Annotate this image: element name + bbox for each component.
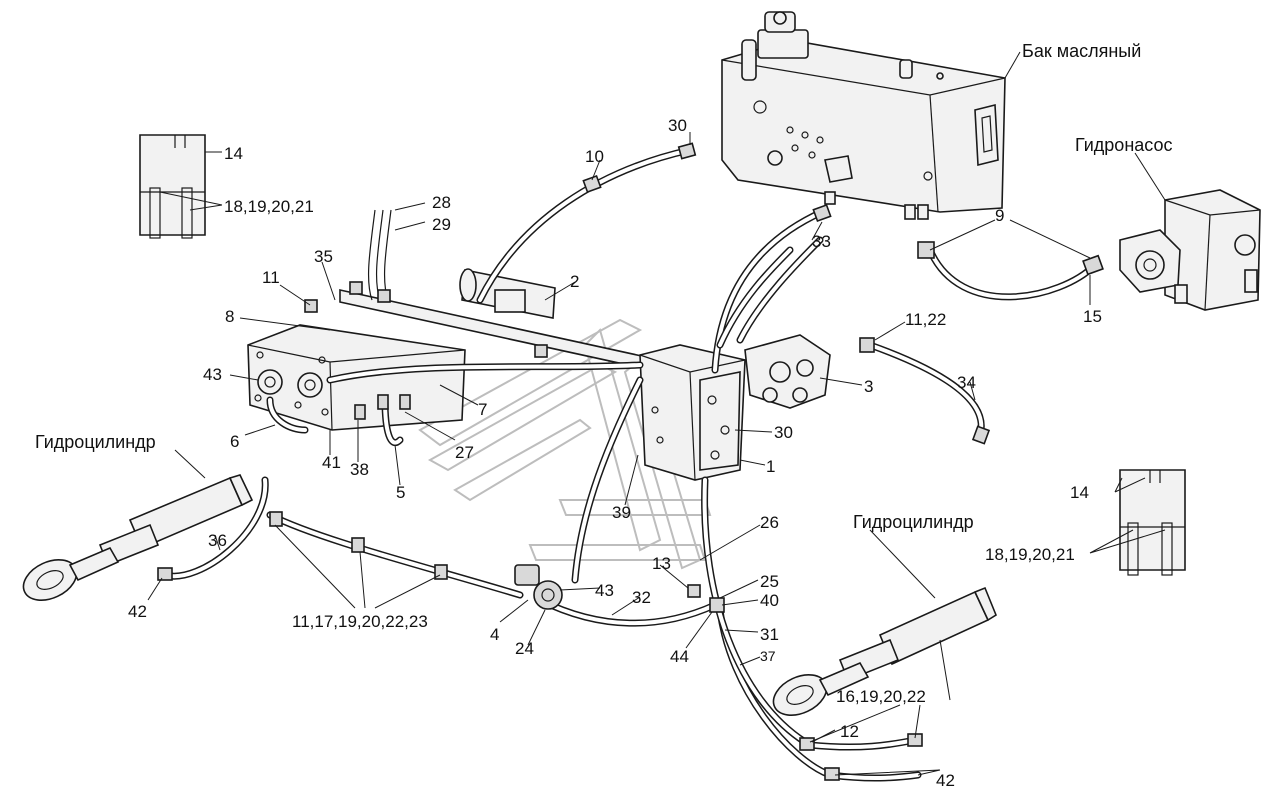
- callout-11-22: 11,22: [905, 310, 946, 329]
- callout-14-right: 14: [1070, 483, 1089, 502]
- callout-41: 41: [322, 453, 341, 472]
- callout-26: 26: [760, 513, 779, 532]
- callout-36: 36: [208, 531, 227, 550]
- callout-25: 25: [760, 572, 779, 591]
- callout-42-left: 42: [128, 602, 147, 621]
- callout-16-19-20-22: 16,19,20,22: [836, 687, 926, 706]
- callout-5: 5: [396, 483, 405, 502]
- callout-39: 39: [612, 503, 631, 522]
- fittings: [157, 142, 1104, 781]
- hydraulic-pump: [1119, 189, 1261, 311]
- callout-7: 7: [478, 400, 487, 419]
- bracket-right: [1119, 469, 1186, 576]
- callout-40: 40: [760, 591, 779, 610]
- callout-1: 1: [766, 457, 775, 476]
- callout-29: 29: [432, 215, 451, 234]
- callout-24: 24: [515, 639, 534, 658]
- callout-18-21-right: 18,19,20,21: [985, 545, 1075, 564]
- callout-11-left: 11: [262, 268, 280, 287]
- callout-33: 33: [812, 232, 831, 251]
- callout-27: 27: [455, 443, 474, 462]
- callout-34: 34: [957, 373, 976, 392]
- callout-31: 31: [760, 625, 779, 644]
- distributor-block: [247, 268, 661, 431]
- left-cylinder: [22, 474, 254, 601]
- callout-labels: 14 18,19,20,21 28 29 30 10 33 9 15 35 11…: [128, 116, 1102, 790]
- leader-lines: [147, 51, 1166, 776]
- callout-2: 2: [570, 272, 579, 291]
- callout-35: 35: [314, 247, 333, 266]
- callout-9: 9: [995, 206, 1004, 225]
- callout-4: 4: [490, 625, 499, 644]
- callout-43-left: 43: [203, 365, 222, 384]
- title-cylinder-left: Гидроцилиндр: [35, 432, 156, 452]
- callout-14-left: 14: [224, 144, 243, 163]
- callout-32: 32: [632, 588, 651, 607]
- callout-15: 15: [1083, 307, 1102, 326]
- right-cylinder: [772, 586, 997, 716]
- control-valve-block: [639, 334, 831, 481]
- title-pump: Гидронасос: [1075, 135, 1172, 155]
- callout-10: 10: [585, 147, 604, 166]
- callout-12: 12: [840, 722, 859, 741]
- callout-30-top: 30: [668, 116, 687, 135]
- callout-38: 38: [350, 460, 369, 479]
- component-titles: Бак масляный Гидронасос Гидроцилиндр Гид…: [35, 41, 1172, 532]
- callout-11-17-19-20-22-23: 11,17,19,20,22,23: [292, 612, 428, 631]
- callout-37: 37: [760, 648, 776, 664]
- callout-8: 8: [225, 307, 234, 326]
- callout-3: 3: [864, 377, 873, 396]
- callout-18-21-left: 18,19,20,21: [224, 197, 314, 216]
- hoses: [161, 146, 1099, 782]
- callout-43-center: 43: [595, 581, 614, 600]
- bracket-left: [139, 134, 206, 239]
- callout-42-right: 42: [936, 771, 955, 790]
- oil-tank: [721, 11, 1006, 220]
- title-oil-tank: Бак масляный: [1022, 41, 1141, 61]
- title-cylinder-right: Гидроцилиндр: [853, 512, 974, 532]
- callout-30-right: 30: [774, 423, 793, 442]
- callout-13: 13: [652, 554, 671, 573]
- callout-44: 44: [670, 647, 689, 666]
- callout-28: 28: [432, 193, 451, 212]
- callout-6: 6: [230, 432, 239, 451]
